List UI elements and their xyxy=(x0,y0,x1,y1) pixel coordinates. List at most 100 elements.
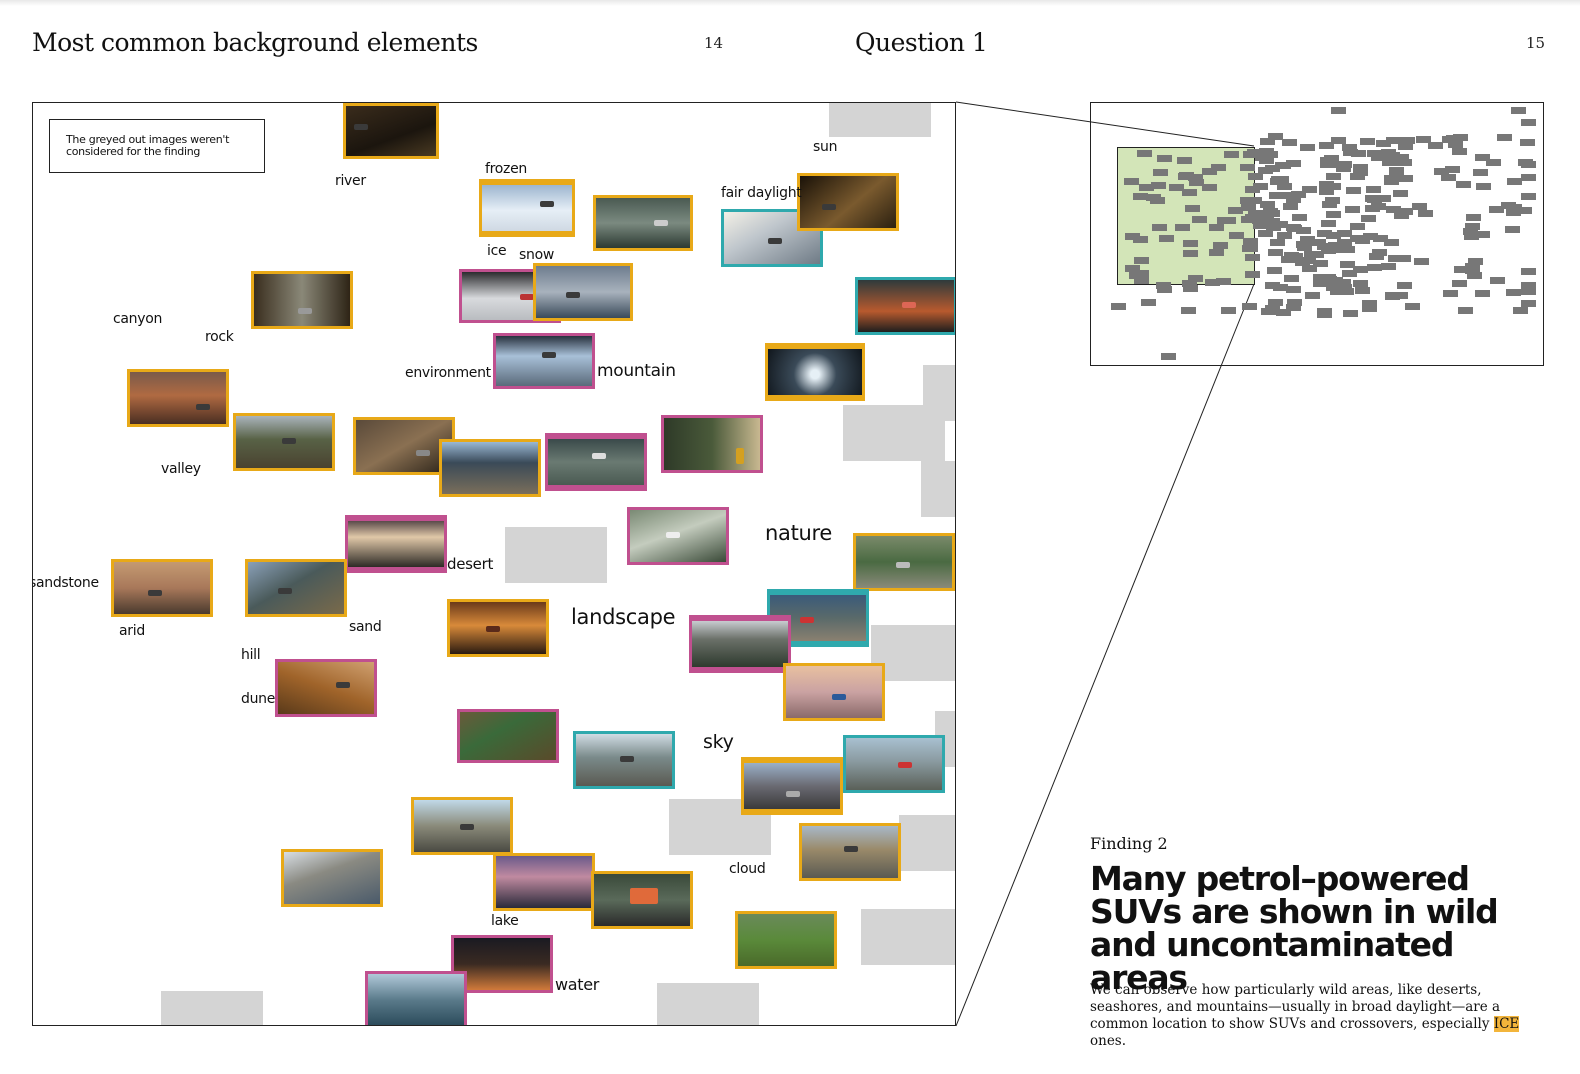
right-page-title: Question 1 xyxy=(855,28,988,57)
overview-dot xyxy=(1467,271,1483,279)
car-photo xyxy=(343,103,439,159)
overview-dot xyxy=(1517,158,1533,166)
car-photo xyxy=(251,271,353,329)
overview-dot xyxy=(1241,303,1257,311)
overview-dot xyxy=(1187,274,1203,282)
overview-dot xyxy=(1264,218,1280,226)
overview-dot xyxy=(1380,148,1396,156)
overview-dot xyxy=(1475,182,1491,190)
overview-dot xyxy=(1182,188,1198,196)
overview-dot xyxy=(1255,153,1271,161)
overview-dot xyxy=(1328,241,1344,249)
overview-dot xyxy=(1327,277,1343,285)
overview-dot xyxy=(1474,231,1490,239)
excluded-image xyxy=(899,815,955,871)
overview-dot xyxy=(1442,135,1458,143)
overview-dot xyxy=(1506,289,1522,297)
overview-dot xyxy=(1428,142,1444,150)
car-photo xyxy=(111,559,213,617)
overview-dot xyxy=(1269,178,1285,186)
overview-dot xyxy=(1488,205,1504,213)
overview-dot xyxy=(1486,159,1502,167)
car-photo xyxy=(799,823,901,881)
overview-dot xyxy=(1138,184,1154,192)
overview-dot xyxy=(1352,279,1368,287)
overview-dot xyxy=(1342,144,1357,152)
overview-dot xyxy=(1133,257,1149,265)
overview-dot xyxy=(1267,133,1283,141)
overview-dot xyxy=(1242,238,1258,246)
overview-dot xyxy=(1350,149,1366,157)
overview-dot xyxy=(1511,107,1526,114)
car-photo xyxy=(451,935,553,993)
overview-dot xyxy=(1371,202,1387,210)
excluded-image xyxy=(829,103,931,137)
overview-dot xyxy=(1245,271,1261,279)
label-hill: hill xyxy=(241,647,261,663)
ice-highlight: ICE xyxy=(1493,1016,1520,1032)
overview-dot xyxy=(1157,154,1173,162)
overview-dot xyxy=(1337,161,1353,169)
overview-dot xyxy=(1393,189,1409,197)
finding-headline: Many petrol–powered SUVs are shown in wi… xyxy=(1090,859,1499,997)
overview-dot xyxy=(1319,187,1335,195)
overview-dot xyxy=(1146,194,1162,202)
car-photo xyxy=(245,559,347,617)
overview-dot xyxy=(1158,234,1174,242)
overview-dot xyxy=(1389,166,1405,174)
overview-dot xyxy=(1252,183,1268,191)
overview-dot xyxy=(1362,300,1378,308)
label-nature: nature xyxy=(765,521,833,545)
overview-dot xyxy=(1259,201,1275,209)
overview-dot xyxy=(1320,219,1336,227)
overview-dot xyxy=(1415,136,1431,144)
left-page-number: 14 xyxy=(704,34,724,52)
overview-dot xyxy=(1472,169,1488,177)
overview-dot xyxy=(1182,249,1198,257)
overview-dot xyxy=(1208,224,1224,232)
car-photo xyxy=(127,369,229,427)
label-mountain: mountain xyxy=(597,361,676,381)
overview-dot xyxy=(1240,196,1256,204)
overview-dot xyxy=(1317,242,1333,250)
overview-dot xyxy=(1464,232,1480,240)
overview-dot xyxy=(1276,182,1292,190)
label-water: water xyxy=(555,975,600,994)
overview-dot xyxy=(1355,287,1371,295)
overview-dot xyxy=(1188,174,1204,182)
overview-dot xyxy=(1384,238,1400,246)
overview-dot xyxy=(1111,303,1126,310)
overview-dot xyxy=(1337,238,1353,246)
overview-dot xyxy=(1418,210,1434,218)
finding-label: Finding 2 xyxy=(1090,834,1168,853)
overview-dot xyxy=(1388,171,1404,179)
overview-dot xyxy=(1268,299,1284,307)
overview-dot xyxy=(1396,281,1412,289)
overview-dot xyxy=(1464,267,1480,275)
overview-dot xyxy=(1369,252,1385,260)
overview-dot xyxy=(1247,172,1263,180)
overview-dot xyxy=(1330,136,1346,144)
overview-dot xyxy=(1457,306,1473,314)
excluded-image xyxy=(921,461,955,517)
overview-dot xyxy=(1453,265,1469,273)
label-ice: ice xyxy=(487,243,507,259)
overview-dot xyxy=(1434,167,1450,175)
overview-dot xyxy=(1312,280,1328,288)
overview-dot xyxy=(1323,155,1339,163)
overview-dot xyxy=(1394,211,1410,219)
overview-dot xyxy=(1380,262,1396,270)
car-photo xyxy=(439,439,541,497)
overview-dot xyxy=(1204,279,1220,287)
overview-dot xyxy=(1223,151,1239,159)
overview-dot xyxy=(1285,159,1301,167)
car-photo xyxy=(735,911,837,969)
overview-dot xyxy=(1292,214,1308,222)
overview-dot xyxy=(1398,143,1414,151)
overview-dot xyxy=(1299,143,1315,151)
overview-dot xyxy=(1385,293,1401,301)
label-arid: arid xyxy=(119,623,145,639)
overview-dot xyxy=(1286,224,1302,232)
overview-dot xyxy=(1169,183,1185,191)
overview-dot xyxy=(1396,255,1412,263)
